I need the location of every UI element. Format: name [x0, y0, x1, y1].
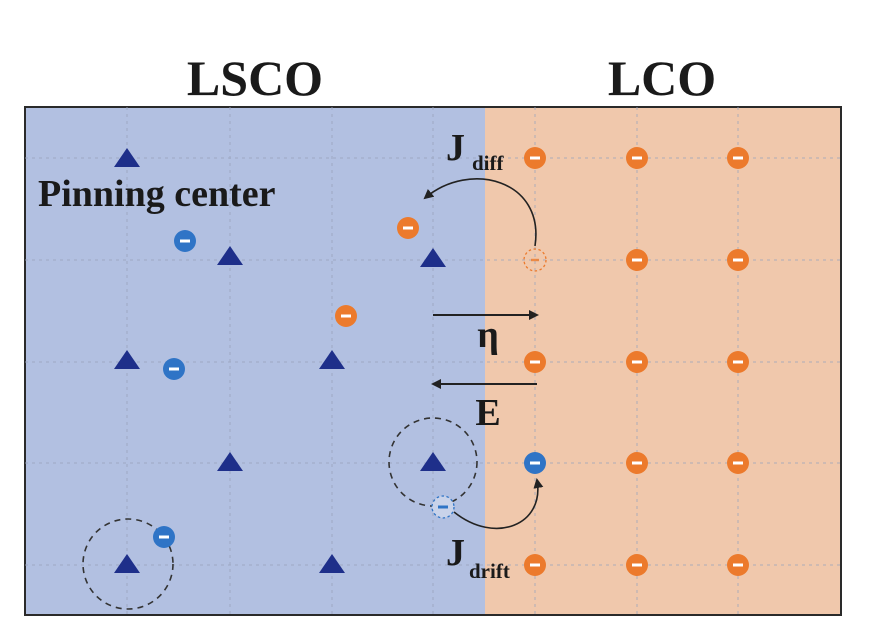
triangle-icon	[217, 452, 243, 471]
minus-circle-icon	[174, 230, 196, 252]
lco-ions	[524, 147, 749, 576]
minus-circle-icon	[335, 305, 357, 327]
triangle-icon	[319, 350, 345, 369]
minus-circle-icon	[626, 452, 648, 474]
triangle-icon	[114, 148, 140, 167]
triangle-icon	[114, 554, 140, 573]
minus-circle-icon	[626, 147, 648, 169]
lsco-label: LSCO	[187, 50, 323, 106]
minus-circle-icon	[626, 249, 648, 271]
diffusion-arrow	[423, 178, 537, 247]
pinning-center-label: Pinning center	[38, 173, 276, 215]
ion-vacancy-icon	[523, 248, 547, 272]
j-drift-label: J	[446, 532, 465, 574]
minus-circle-icon	[153, 526, 175, 548]
ion-vacancy-icon	[431, 495, 455, 519]
lco-label: LCO	[608, 50, 716, 106]
minus-circle-icon	[524, 452, 546, 474]
minus-circle-icon	[524, 554, 546, 576]
eta-label: η	[477, 314, 499, 356]
minus-circle-icon	[163, 358, 185, 380]
minus-circle-icon	[397, 217, 419, 239]
capture-circle	[82, 518, 174, 610]
minus-circle-icon	[727, 249, 749, 271]
triangle-icon	[420, 452, 446, 471]
j-diff-label: J	[446, 127, 465, 169]
triangle-icon	[217, 246, 243, 265]
triangle-icon	[114, 350, 140, 369]
j-diff-subscript: diff	[472, 151, 505, 175]
minus-circle-icon	[626, 554, 648, 576]
minus-circle-icon	[524, 351, 546, 373]
j-drift-subscript: drift	[469, 559, 510, 583]
minus-circle-icon	[727, 147, 749, 169]
triangle-icon	[420, 248, 446, 267]
minus-circle-icon	[626, 351, 648, 373]
minus-circle-icon	[727, 452, 749, 474]
field-label: E	[475, 392, 500, 434]
lsco-region	[25, 107, 485, 615]
minus-circle-icon	[727, 554, 749, 576]
drift-arrow	[453, 478, 544, 530]
minus-circle-icon	[727, 351, 749, 373]
blue-ions	[153, 230, 546, 548]
diffused-ions	[335, 217, 419, 327]
pinning-centers	[114, 148, 446, 573]
triangle-icon	[319, 554, 345, 573]
minus-circle-icon	[524, 147, 546, 169]
